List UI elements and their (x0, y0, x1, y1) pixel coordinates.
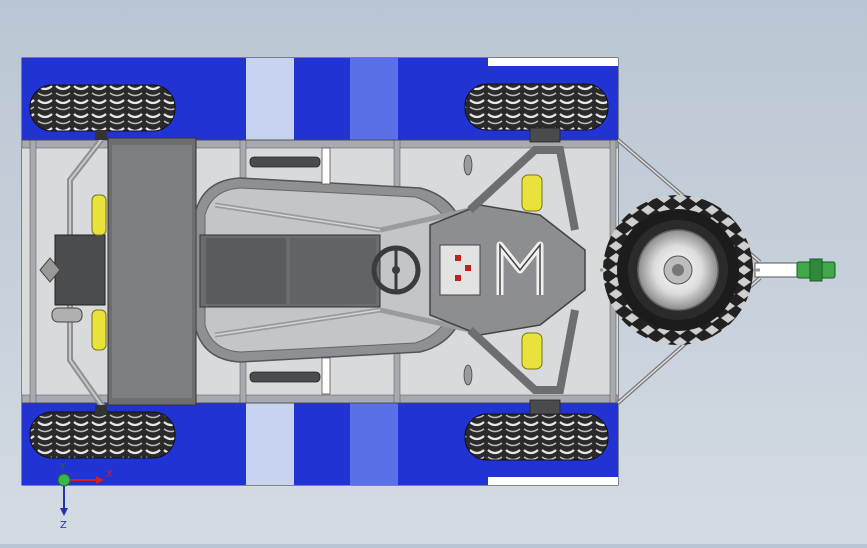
quad-tire-rear-right (464, 413, 609, 461)
rear-assembly (39, 130, 197, 415)
xyz-triad-icon: X Y Z (57, 462, 113, 531)
triad-x-label: X (106, 469, 113, 480)
triad-y-label: Y (59, 462, 67, 473)
quad-tire-front-left (29, 84, 176, 132)
spare-tire (603, 195, 753, 345)
quad-tire-rear-left (464, 83, 609, 131)
steering-wheel (371, 245, 421, 295)
roll-cage (195, 147, 471, 395)
front-nose (429, 204, 586, 336)
front-suspension (463, 127, 579, 415)
quad-tire-front-right (29, 411, 176, 459)
triad-z-label: Z (60, 520, 67, 531)
